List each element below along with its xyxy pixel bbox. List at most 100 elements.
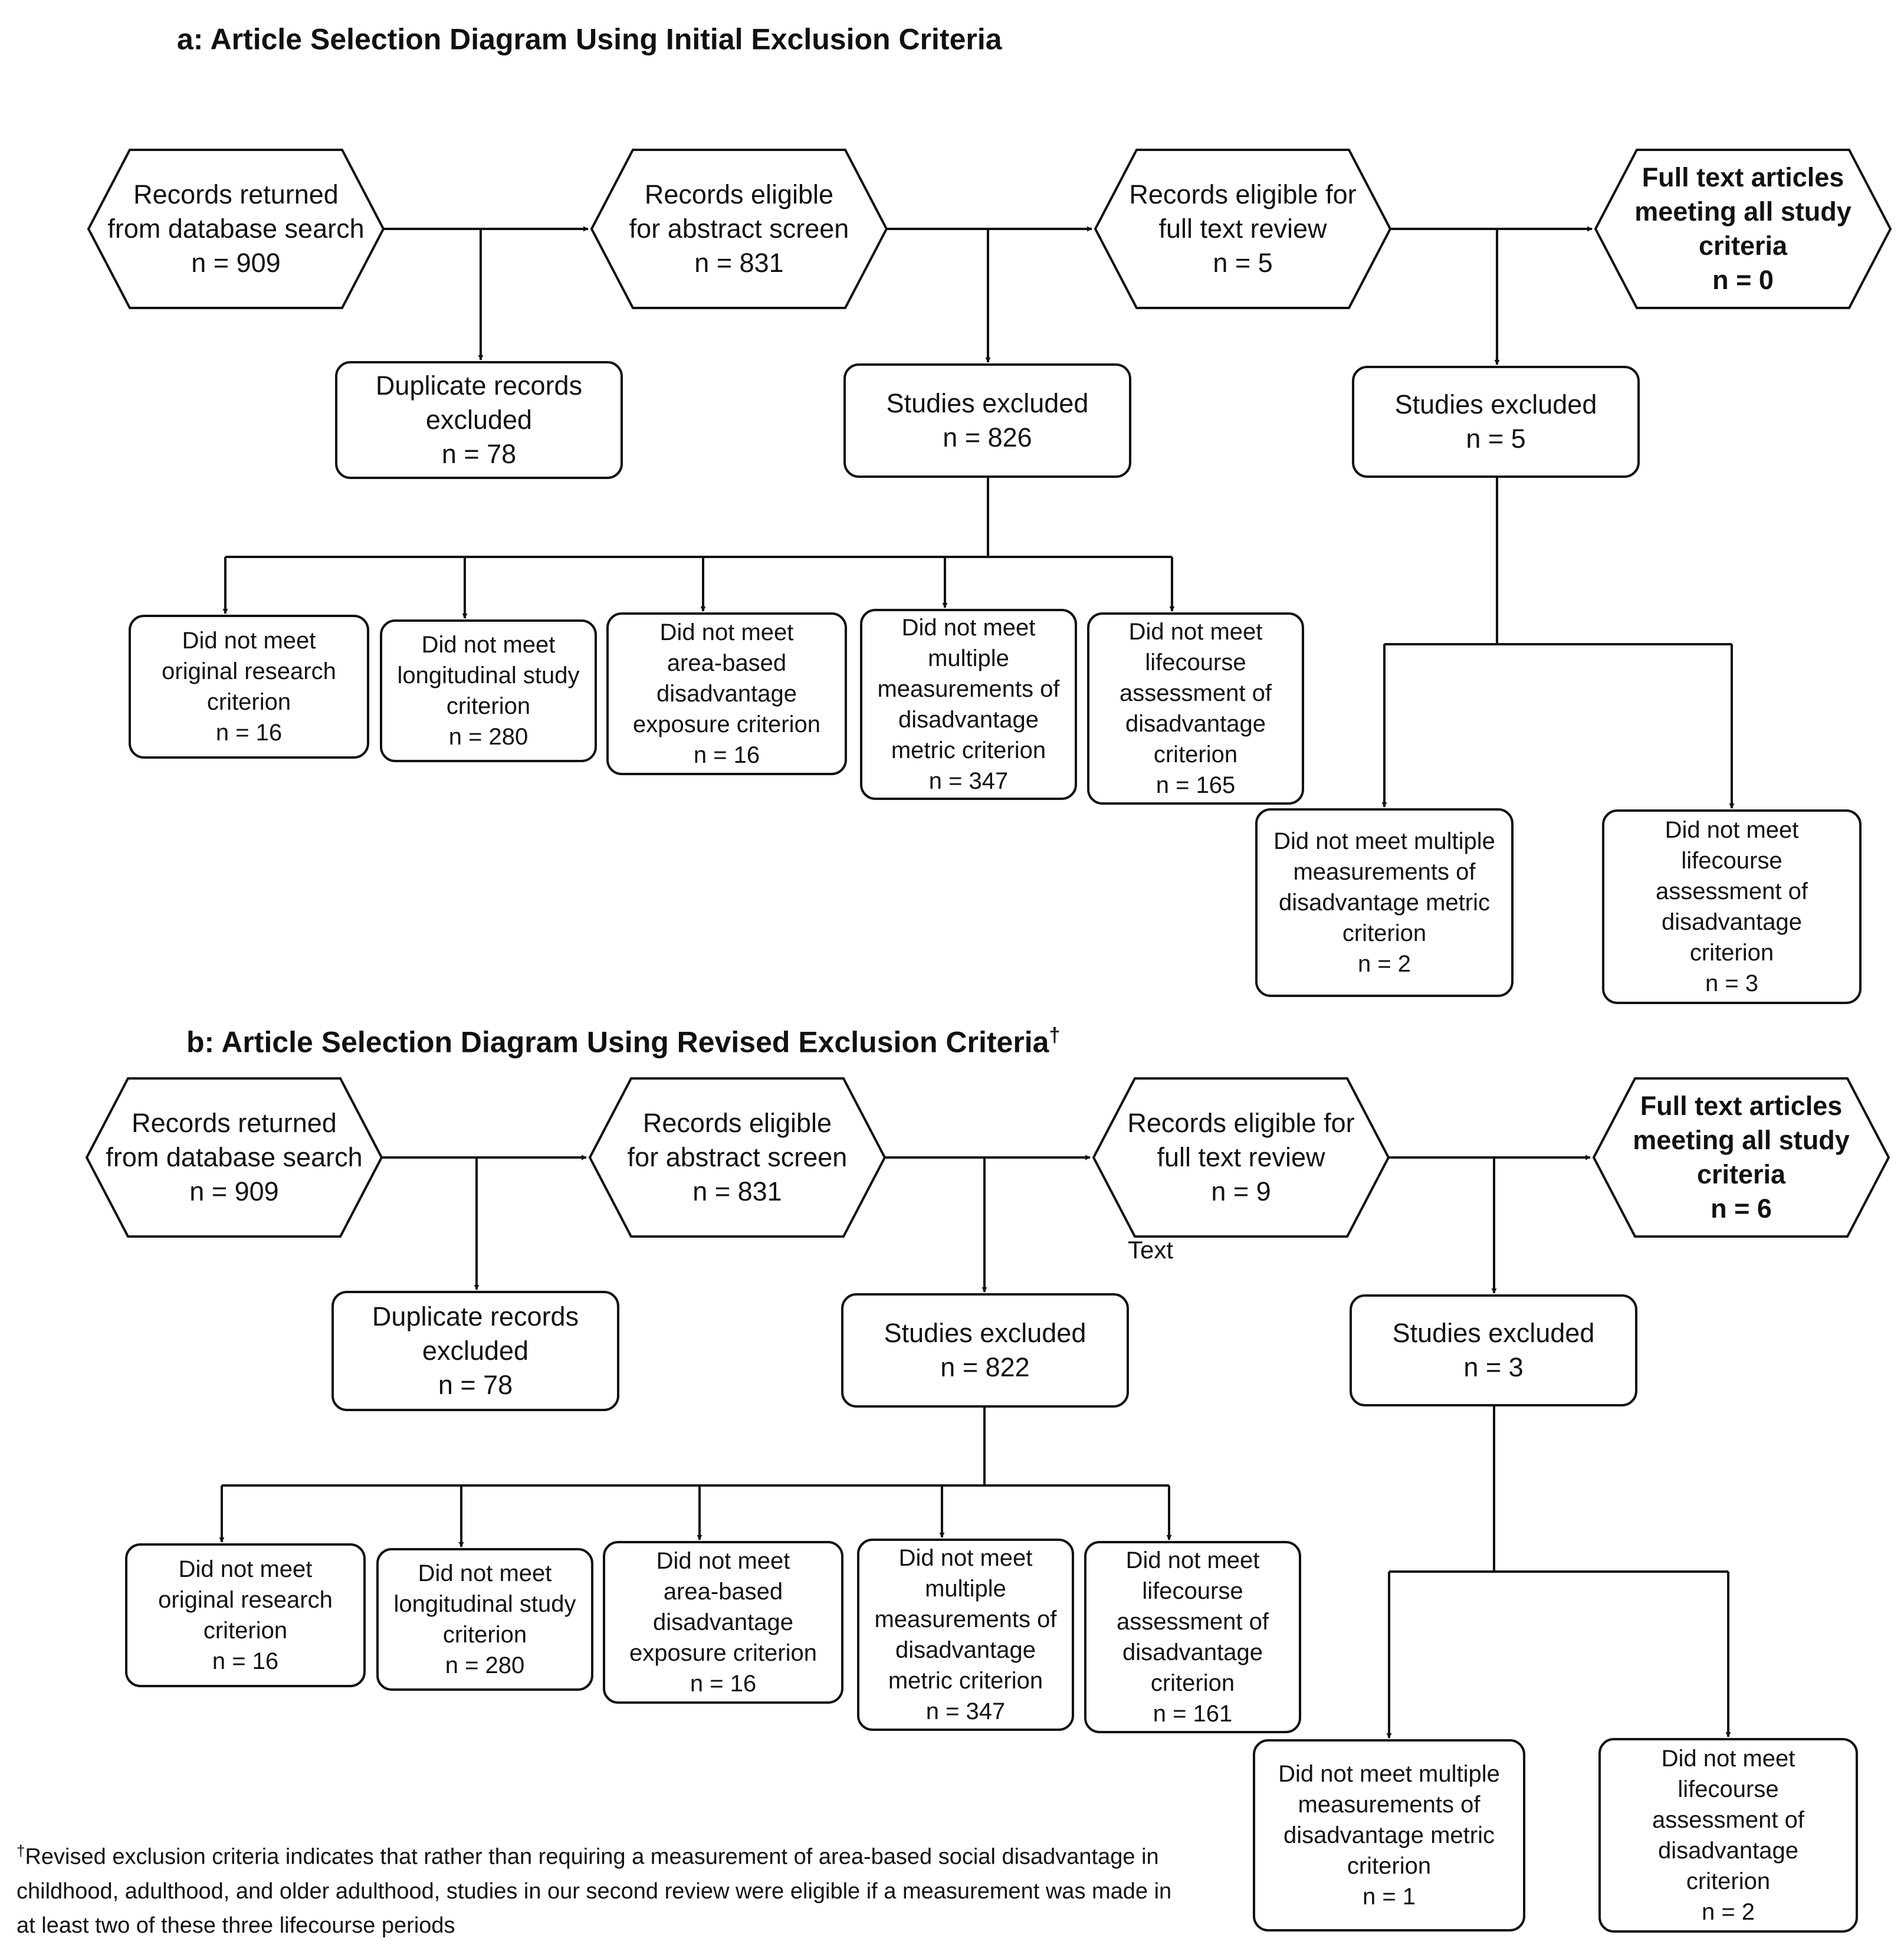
diagram-a-step-1-label-line: Records returned <box>133 179 339 209</box>
diagram-a-abstract-reason-label-3-line: Did not meet <box>659 619 794 645</box>
diagram-b-exclusion-label-1-line: excluded <box>422 1336 529 1366</box>
diagram-a-exclusion-label-1-line: Duplicate records <box>375 370 583 401</box>
diagram-b-abstract-reason-label-1-line: n = 16 <box>212 1648 279 1674</box>
diagram-b-step-2-label-line: n = 831 <box>692 1176 782 1206</box>
diagram-b-step-4-label-line: n = 6 <box>1711 1193 1772 1224</box>
diagram-a-title: a: Article Selection Diagram Using Initi… <box>177 22 1002 56</box>
diagram-b-abstract-reason-label-2-line: criterion <box>442 1622 527 1648</box>
diagram-a-abstract-reason-label-5-line: assessment of <box>1120 680 1272 706</box>
diagram-b-step-4-label-line: criteria <box>1696 1159 1786 1189</box>
diagram-b-abstract-reason-label-5-line: n = 161 <box>1153 1701 1233 1727</box>
diagram-a-abstract-reason-label-4-line: n = 347 <box>928 768 1009 794</box>
diagram-b-abstract-reason-label-1-line: criterion <box>203 1618 288 1644</box>
diagram-a-fulltext-reason-label-1-line: n = 2 <box>1357 951 1411 977</box>
diagram-b-abstract-reason-label-3-line: area-based <box>663 1579 783 1605</box>
diagram-a-step-1-label-line: n = 909 <box>191 248 281 278</box>
diagram-a-abstract-reason-label-1-line: Did not meet <box>182 628 316 654</box>
diagram-a-abstract-reason-label-4-line: measurements of <box>877 676 1060 702</box>
diagram-b-fulltext-reason-label-1-line: disadvantage metric <box>1283 1822 1495 1848</box>
diagram-b-abstract-reason-box-1 <box>125 1543 366 1687</box>
diagram-a-step-4-label-line: criteria <box>1698 231 1788 261</box>
diagram-a-abstract-reason-label-3-line: disadvantage <box>656 681 797 707</box>
footnote: †Revised exclusion criteria indicates th… <box>17 1842 1172 1938</box>
diagram-a-abstract-reason-label-3: Did not meet area-based disadvantage exposu… <box>608 614 846 774</box>
diagram-b-step-1-label-line: n = 909 <box>189 1176 279 1206</box>
diagram-b-exclusion-label-2-line: n = 822 <box>940 1352 1030 1382</box>
diagram-a-step-4-label-line: meeting all study <box>1634 196 1852 227</box>
diagram-b-exclusion-label-3-line: n = 3 <box>1463 1352 1524 1382</box>
diagram-a-fulltext-reason-label-1-line: criterion <box>1342 920 1427 946</box>
diagram-a-abstract-reason-label-4-line: metric criterion <box>891 737 1046 763</box>
diagram-b-abstract-reason-label-2-line: n = 280 <box>445 1652 525 1678</box>
diagram-b-fulltext-reason-label-1-line: Did not meet multiple <box>1278 1761 1500 1787</box>
diagram-a-step-2-label-line: Records eligible <box>644 179 834 209</box>
diagram-b-abstract-reason-label-4-line: Did not meet <box>898 1545 1033 1571</box>
diagram-a-abstract-reason-label-3-line: area-based <box>667 650 787 676</box>
diagram-a-step-4-label: Full text articles meeting all study crite… <box>1619 150 1867 308</box>
diagram-b-abstract-reason-label-4-line: metric criterion <box>888 1668 1043 1694</box>
diagram-b-abstract-reason-label-3-line: n = 16 <box>690 1671 757 1697</box>
diagram-b-step-4-hexagon <box>1592 1077 1890 1238</box>
diagram-a-fulltext-reason-label-1-line: Did not meet multiple <box>1273 828 1495 854</box>
diagram-a-fulltext-reason-label-2-line: Did not meet <box>1665 817 1799 843</box>
diagram-a-abstract-reason-label-1-line: criterion <box>206 689 291 715</box>
diagram-a-fulltext-reason-label-1-line: measurements of <box>1293 859 1476 885</box>
diagram-b-fulltext-reason-label-1-line: criterion <box>1347 1853 1432 1879</box>
diagram-a-abstract-reason-label-4-line: Did not meet <box>901 615 1036 641</box>
diagram-b-abstract-reason-label-5-line: Did not meet <box>1125 1547 1260 1573</box>
diagram-b-step-2-label-line: Records eligible <box>642 1108 832 1138</box>
diagram-b-abstract-reason-label-4-line: measurements of <box>874 1606 1057 1632</box>
diagram-a-step-4-label-line: n = 0 <box>1712 265 1774 295</box>
diagram-b-abstract-reason-label-5-line: criterion <box>1150 1670 1235 1696</box>
diagram-a-step-3-label-line: full text review <box>1158 214 1327 244</box>
diagram-a-abstract-reason-label-3-line: exposure criterion <box>633 711 820 737</box>
diagram-a-step-2-label-line: for abstract screen <box>629 214 849 244</box>
diagram-a-exclusion-label-3-line: Studies excluded <box>1394 389 1597 419</box>
diagram-a-fulltext-reason-label-2-line: disadvantage <box>1662 909 1802 935</box>
diagram-b-title: b: Article Selection Diagram Using Revis… <box>186 1024 1061 1059</box>
diagram-b-abstract-reason-label-1-line: original research <box>158 1587 333 1613</box>
diagram-b-fulltext-reason-label-1: Did not meet multiple measurements of disa… <box>1254 1740 1524 1930</box>
diagram-a-abstract-reason-label-2-line: longitudinal study <box>397 663 580 688</box>
diagram-a-fulltext-reason-box-2 <box>1602 809 1862 1004</box>
diagram-b-abstract-reason-label-2-line: longitudinal study <box>393 1591 576 1617</box>
diagram-a-abstract-reason-label-2-line: n = 280 <box>448 724 528 750</box>
diagram-b-abstract-reason-label-4-line: multiple <box>925 1576 1006 1602</box>
diagram-a-step-4-label-line: Full text articles <box>1642 162 1844 192</box>
diagram-b-step-3-label-line: full text review <box>1157 1142 1325 1172</box>
diagram-a-step-2-label-line: n = 831 <box>694 248 784 278</box>
diagram-a-fulltext-reason-label-2-line: n = 3 <box>1705 970 1759 996</box>
diagram-a-abstract-reason-label-1-line: n = 16 <box>215 720 283 746</box>
diagram-a-exclusion-label-3-line: n = 5 <box>1466 424 1526 454</box>
diagram-b-fulltext-reason-label-2-line: assessment of <box>1652 1807 1804 1833</box>
diagram-a-abstract-reason-label-4-line: disadvantage <box>898 707 1039 733</box>
diagram-a-fulltext-reason-label-2-line: lifecourse <box>1681 848 1782 874</box>
diagram-a-fulltext-reason-box-1 <box>1255 808 1514 997</box>
diagram-b-abstract-reason-label-5-line: assessment of <box>1117 1609 1269 1635</box>
diagram-b-step-4-label-line: meeting all study <box>1633 1125 1850 1155</box>
diagram-b-fulltext-reason-label-2-line: lifecourse <box>1678 1776 1779 1802</box>
diagram-b-step-4-label-line: Full text articles <box>1640 1091 1843 1121</box>
diagram-b-fulltext-reason-label-1-line: measurements of <box>1298 1792 1480 1818</box>
diagram-b-abstract-reason-label-5-line: lifecourse <box>1142 1578 1243 1604</box>
diagram-b-abstract-reason-box-4 <box>857 1539 1074 1731</box>
diagram-a-abstract-reason-box-5 <box>1087 612 1304 805</box>
diagram-b-fulltext-reason-label-2-line: disadvantage <box>1658 1838 1798 1864</box>
diagram-a-abstract-reason-label-5-line: criterion <box>1153 742 1238 768</box>
diagram-a-abstract-reason-label-5-line: disadvantage <box>1125 711 1266 737</box>
diagram-b-abstract-reason-box-2 <box>376 1548 593 1691</box>
